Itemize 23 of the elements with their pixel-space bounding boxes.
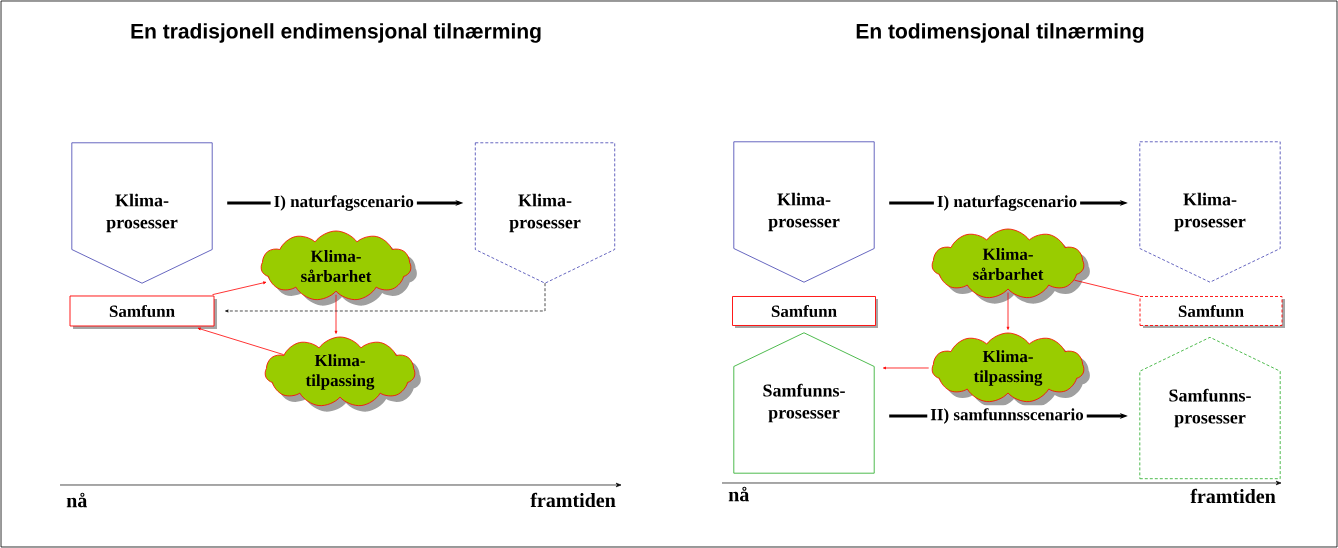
pentagon-box: Samfunns- prosesser	[733, 332, 875, 474]
arrow	[225, 282, 546, 313]
process-box: Samfunn	[69, 295, 217, 329]
arrow	[197, 327, 285, 356]
pentagon-box: Samfunns- prosesser	[1139, 336, 1281, 480]
arrow	[882, 366, 930, 370]
panel-title: En todimensjonal tilnærming	[856, 23, 1144, 43]
pentagon-box: Klima- prosesser	[1139, 141, 1281, 283]
time-label: nå	[66, 492, 88, 508]
edge-label: II) samfunnsscenario	[927, 405, 1087, 427]
pentagon-box: Klima- prosesser	[733, 141, 875, 283]
arrow	[212, 281, 267, 296]
arrow	[334, 294, 338, 334]
pentagon-box: Klima- prosesser	[474, 142, 616, 284]
process-box: Samfunn	[1139, 296, 1285, 328]
pentagon-box: Klima- prosesser	[71, 142, 213, 284]
edge-label: I) naturfagscenario	[933, 192, 1081, 214]
process-box: Samfunn	[732, 296, 878, 328]
arrow	[1006, 292, 1010, 330]
time-label: framtiden	[530, 492, 616, 508]
time-label: nå	[728, 486, 749, 502]
edge-label: I) naturfagscenario	[270, 192, 417, 214]
panel-title: En tradisjonell endimensjonal tilnærming	[131, 23, 541, 43]
